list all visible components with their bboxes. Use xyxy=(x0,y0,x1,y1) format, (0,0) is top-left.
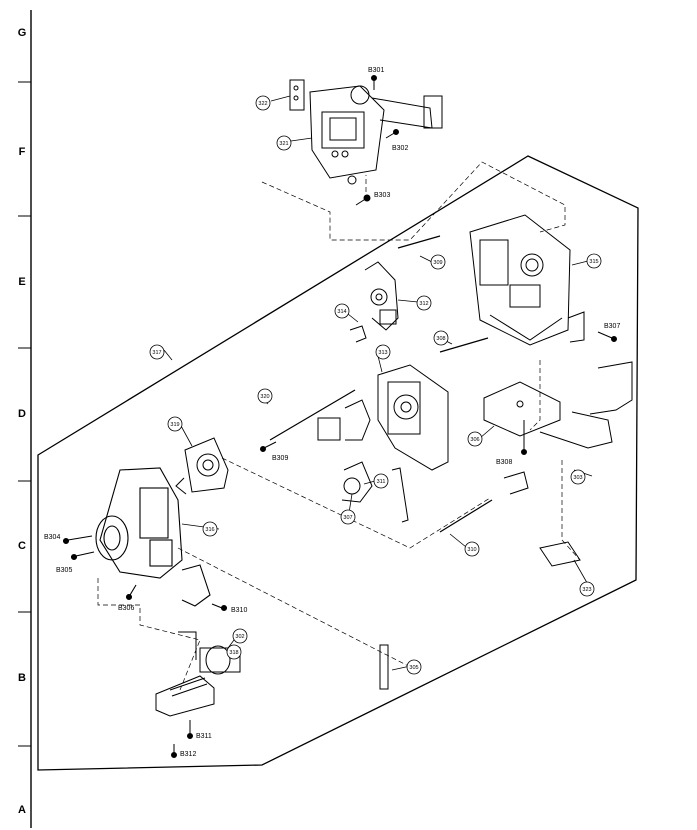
flex-cable-board xyxy=(379,361,633,690)
part-number: 308 xyxy=(436,336,445,342)
part-number: 323 xyxy=(582,587,591,593)
screw-label: B311 xyxy=(196,733,212,740)
part-number: 303 xyxy=(573,475,582,481)
chassis-outline xyxy=(37,155,639,771)
callout-circle xyxy=(467,431,483,447)
part-number: 319 xyxy=(170,422,179,428)
callout-circle xyxy=(586,253,602,269)
screw-label: B309 xyxy=(272,455,288,462)
screw-label: B307 xyxy=(604,323,620,330)
callout-circle xyxy=(406,659,422,675)
center-mechanism xyxy=(260,364,449,523)
screw-label: B304 xyxy=(44,534,60,541)
margin-ruler xyxy=(18,10,32,828)
row-letter-b: B xyxy=(18,672,26,684)
part-number: 302 xyxy=(235,634,244,640)
part-number: 307 xyxy=(343,515,352,521)
guide-rods xyxy=(269,235,493,533)
part-number: 318 xyxy=(229,650,238,656)
part-number: 316 xyxy=(205,527,214,533)
callout-circle xyxy=(149,344,165,360)
part-number: 312 xyxy=(419,301,428,307)
row-letter-f: F xyxy=(18,146,26,158)
row-letter-d: D xyxy=(18,408,26,420)
callout-circle xyxy=(464,541,480,557)
callout-circle xyxy=(276,135,292,151)
part-number: 322 xyxy=(258,101,267,107)
right-deck-frame xyxy=(469,214,617,346)
callout-circle xyxy=(430,254,446,270)
callout-circle xyxy=(579,581,595,597)
screw-label: B312 xyxy=(180,751,196,758)
row-letter-a: A xyxy=(18,804,26,816)
part-number: 310 xyxy=(467,547,476,553)
callout-circle xyxy=(334,303,350,319)
screw-label: B302 xyxy=(392,145,408,152)
callout-circle xyxy=(255,95,271,111)
motor-bracket xyxy=(175,437,229,495)
loading-motor-assembly xyxy=(155,631,241,758)
row-letter-c: C xyxy=(18,540,26,552)
callout-circle xyxy=(373,473,389,489)
head-bracket-assembly xyxy=(289,75,443,206)
part-number: 320 xyxy=(260,394,269,400)
callout-circle xyxy=(375,344,391,360)
callout-circle xyxy=(202,521,218,537)
callout-circle xyxy=(167,416,183,432)
callout-circle xyxy=(570,469,586,485)
callout-circle xyxy=(226,644,242,660)
callout-circle xyxy=(340,509,356,525)
callout-circle xyxy=(232,628,248,644)
callout-circle xyxy=(416,295,432,311)
screw-label: B305 xyxy=(56,567,72,574)
screw-label: B308 xyxy=(496,459,512,466)
part-number: 321 xyxy=(279,141,288,147)
callout-circle xyxy=(257,388,273,404)
row-letter-e: E xyxy=(18,276,26,288)
drum-motor-assembly xyxy=(62,467,228,612)
part-number: 313 xyxy=(378,350,387,356)
screw-label: B301 xyxy=(368,67,384,74)
row-letter-g: G xyxy=(17,27,27,39)
part-number: 317 xyxy=(152,350,161,356)
part-number: 305 xyxy=(409,665,418,671)
part-number: 315 xyxy=(589,259,598,265)
pinch-roller-arm xyxy=(349,261,399,343)
part-number: 306 xyxy=(470,437,479,443)
screw-label: B303 xyxy=(374,192,390,199)
part-number: 311 xyxy=(377,479,386,485)
screw-label: B310 xyxy=(231,607,247,614)
part-number: 309 xyxy=(433,260,442,266)
callout-circle xyxy=(433,330,449,346)
screw-label: B306 xyxy=(118,605,134,612)
part-number: 314 xyxy=(337,309,346,315)
